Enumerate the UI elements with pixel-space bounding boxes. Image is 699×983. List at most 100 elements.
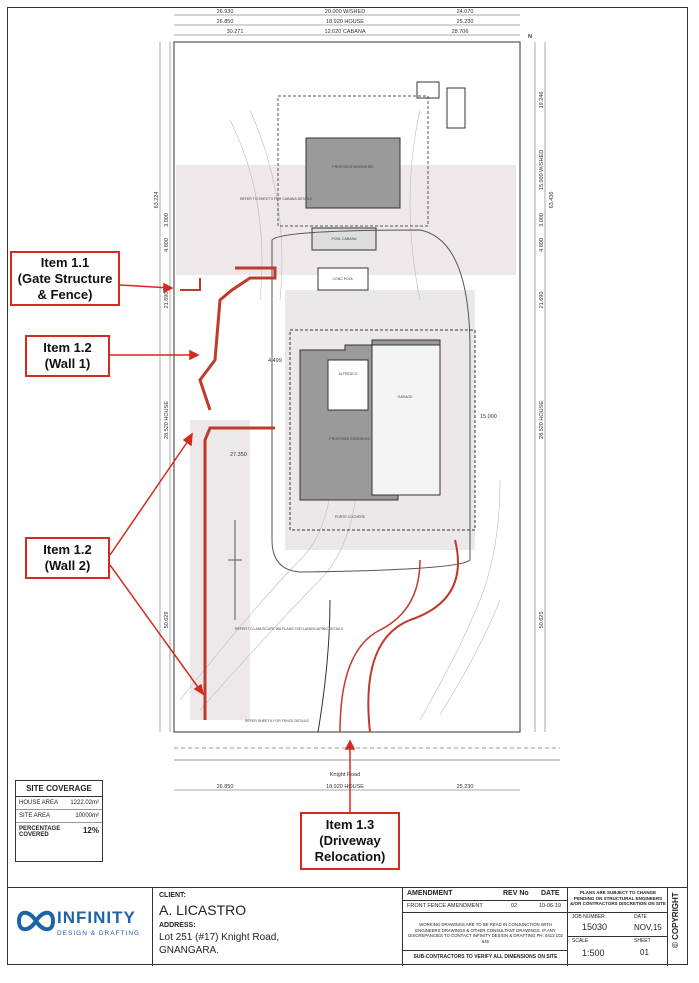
callout-line: Item 1.2 [43,340,92,355]
scale-label: SCALE [572,938,589,944]
label-pool-cabana: POOL CABANA [332,237,358,241]
dim-top-2c: 25.230 [457,19,474,25]
dim-top-1c: 24.070 [457,9,474,15]
dim-right-19: 19.246 [539,92,545,109]
dim-top-3c: 28.706 [452,29,469,35]
dim-bottom-a: 26.850 [217,784,234,790]
building-envelope [289,329,476,531]
rev-value: 02 [511,903,518,909]
job-number: 15030 [582,922,608,932]
dim-4499: 4.499 [268,358,282,364]
callout-line: Item 1.2 [43,542,92,557]
amendment-row: FRONT FENCE AMENDMENT 02 10-06-19 [403,900,568,913]
bottom-dimensions: 26.850 18.920 HOUSE 25.230 Knight Road [174,772,520,791]
dim-left-3: 3.000 [164,213,170,227]
house-area-row: HOUSE AREA 1222.02m² [16,797,102,810]
amendment-label: AMENDMENT [407,890,453,897]
address-line-2: GNANGARA. [159,945,220,956]
label-fence-detail: REFER SHEET 6 FOR FENCE DETAILS [245,719,310,723]
dim-right-2169: 21.690 [539,292,545,309]
pool-cabana [311,227,377,251]
percentage-value: 12% [82,826,99,835]
infinity-logo-icon [17,910,55,932]
workshed-setback [277,95,429,227]
label-conc-pool: CONC POOL [332,277,353,281]
right-dimensions: 19.246 15.000 W/SHED 63.436 3.000 4.800 … [534,42,555,732]
logo-subtitle: DESIGN & DRAFTING [57,930,141,937]
dim-right-house: 28.520 HOUSE [539,401,545,439]
plans-note: PLANS ARE SUBJECT TO CHANGE PENDING ON S… [570,890,666,906]
copyright-block: © COPYRIGHT [667,888,689,966]
house-area-label: HOUSE AREA [19,800,59,806]
wall-1 [198,266,277,411]
outbuilding [416,81,440,99]
callout-line: Item 1.3 [325,817,375,832]
callout-item-1-3: Item 1.3 (Driveway Relocation) [300,812,400,870]
callout-item-1-2-wall2: Item 1.2 (Wall 2) [25,537,110,579]
title-block: INFINITY DESIGN & DRAFTING CLIENT: A. LI… [7,887,688,966]
callout-line: (Gate Structure [17,270,113,286]
label-porte: PORTE COCHERE [335,515,366,519]
logo-name: INFINITY [57,908,136,927]
client-block: CLIENT: A. LICASTRO ADDRESS: Lot 251 (#1… [152,888,403,966]
date-label: DATE [541,890,560,897]
dim-left-house: 28.520 HOUSE [164,401,170,439]
working-drawings-note: WORKING DRAWINGS ARE TO BE READ IN CONJU… [408,922,563,944]
garage [371,344,441,496]
divider [568,912,668,913]
client-label: CLIENT: [159,892,186,899]
driveway-edge [317,599,331,733]
dim-left-50: 50.629 [164,612,170,629]
amendment-text: FRONT FENCE AMENDMENT [407,903,483,909]
date2-label: DATE [634,914,647,920]
client-name: A. LICASTRO [159,902,247,918]
dim-top-2a: 26.850 [217,19,234,25]
outbuilding [446,87,466,129]
callout-item-1-2-wall1: Item 1.2 (Wall 1) [25,335,110,377]
top-dimensions: 26.930 20.000 W/SHED 24.070 26.850 18.92… [174,9,532,40]
copyright-text: © COPYRIGHT [671,892,680,948]
callout-item-1-1: Item 1.1 (Gate Structure & Fence) [10,251,120,306]
address-label: ADDRESS: [159,922,196,929]
callout-arrows [109,282,356,812]
label-cabana-detail: REFER TO SHEET 5 FOR CABANA DETAILS [240,197,313,201]
company-logo: INFINITY DESIGN & DRAFTING [17,900,147,950]
dim-15000: 15.000 [480,414,497,420]
dim-left-48: 4.800 [164,238,170,252]
site-coverage-table: SITE COVERAGE HOUSE AREA 1222.02m² SITE … [15,780,103,862]
workshed-footprint [305,137,401,209]
dim-top-1b: 20.000 W/SHED [325,9,365,15]
driveway-relocation-line [339,559,421,733]
callout-line: (Wall 2) [44,558,91,573]
road-name: Knight Road [330,772,360,778]
left-dimensions: 63.224 3.000 4.800 21.690 28.520 HOUSE 5… [154,42,171,732]
dim-right-48: 4.800 [539,238,545,252]
sheet-value: 01 [640,948,649,957]
dim-right-wshed: 15.000 W/SHED [539,150,545,190]
scale-value: 1:500 [582,948,605,958]
site-area-value: 10000m² [75,813,99,819]
callout-line: & Fence) [37,286,93,302]
percentage-row: PERCENTAGE COVERED 12% [16,823,102,841]
dim-right-total: 63.436 [549,192,555,209]
dim-left-total: 63.224 [154,192,160,209]
label-residence: PROPOSED RESIDENCE [329,437,371,441]
callout-line: (Driveway [319,833,381,848]
dim-left-2169: 21.690 [164,292,170,309]
callout-line: Item 1.1 [40,254,90,270]
north-arrow: N [528,34,532,40]
subcontractors-note: SUB-CONTRACTORS TO VERIFY ALL DIMENSIONS… [403,950,568,960]
divider [568,936,668,937]
callout-line: Relocation) [314,849,386,864]
site-coverage-title: SITE COVERAGE [16,781,102,797]
amendment-date: 10-06-19 [539,903,562,909]
drawing-sheet [7,7,688,965]
dim-top-1a: 26.930 [217,9,234,15]
label-garage: GARAGE [398,395,414,399]
job-block: PLANS ARE SUBJECT TO CHANGE PENDING ON S… [567,888,668,966]
conc-pool [317,267,369,291]
dim-right-50: 50.625 [539,612,545,629]
label-workshed: PROPOSED WORKSHED [332,165,374,169]
dim-bottom-b: 18.920 HOUSE [326,784,364,790]
